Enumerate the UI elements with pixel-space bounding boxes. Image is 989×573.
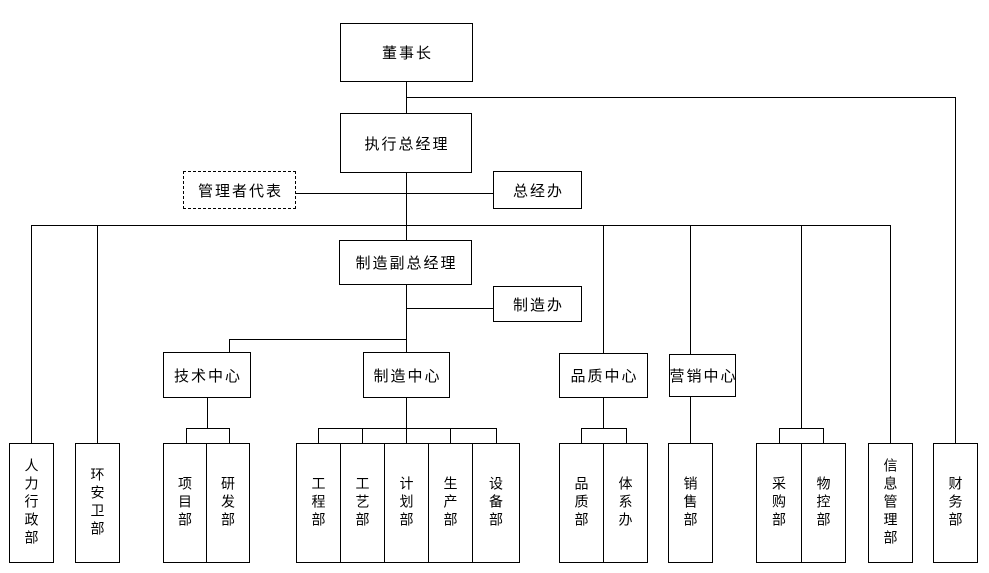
node-management-representative: 管理者代表 bbox=[183, 171, 296, 209]
node-label: 物控部 bbox=[815, 476, 832, 530]
node-sales-dept: 销售部 bbox=[668, 443, 713, 563]
connector-rnd-drop bbox=[229, 428, 230, 443]
node-label: 采购部 bbox=[771, 476, 787, 530]
node-equipment-dept: 设备部 bbox=[472, 443, 520, 563]
node-label: 信息管理部 bbox=[882, 458, 899, 548]
node-label: 董事长 bbox=[381, 45, 433, 62]
node-planning-dept: 计划部 bbox=[384, 443, 429, 563]
node-production-dept: 生产部 bbox=[428, 443, 473, 563]
node-label: 设备部 bbox=[488, 476, 504, 530]
node-finance-dept: 财务部 bbox=[933, 443, 978, 563]
node-label: 环安卫部 bbox=[89, 467, 106, 539]
node-label: 计划部 bbox=[398, 476, 415, 530]
node-mfg-center: 制造中心 bbox=[363, 352, 450, 398]
node-label: 人力行政部 bbox=[23, 458, 40, 548]
connector-tech-drop bbox=[229, 339, 230, 352]
node-mfg-office: 制造办 bbox=[493, 286, 582, 322]
connector-finance-drop bbox=[955, 97, 956, 443]
node-label: 财务部 bbox=[947, 476, 964, 530]
node-label: 品质部 bbox=[573, 476, 590, 530]
connector-quality-bracket bbox=[581, 428, 627, 429]
node-label: 销售部 bbox=[682, 476, 699, 530]
connector-purchasing-bracket bbox=[779, 428, 824, 429]
connector-planning-drop bbox=[406, 428, 407, 443]
node-label: 制造办 bbox=[512, 296, 564, 314]
connector-system-drop bbox=[626, 428, 627, 443]
connector-project-bracket bbox=[186, 428, 230, 429]
node-mfg-deputy-gm: 制造副总经理 bbox=[339, 240, 472, 285]
node-label: 研发部 bbox=[220, 476, 236, 530]
node-engineering-dept: 工程部 bbox=[296, 443, 341, 563]
node-label: 技术中心 bbox=[173, 367, 242, 385]
connector-mfgcenter-down bbox=[406, 398, 407, 428]
connector-tech-branch bbox=[229, 339, 407, 340]
node-hr-admin-dept: 人力行政部 bbox=[9, 443, 54, 563]
connector-distribution bbox=[31, 225, 891, 226]
connector-purchasing-group-drop bbox=[801, 225, 802, 428]
node-gm-office: 总经办 bbox=[493, 171, 582, 209]
node-system-office-dept: 体系办 bbox=[603, 443, 648, 563]
node-quality-center: 品质中心 bbox=[559, 353, 648, 398]
connector-qualitycenter-down bbox=[603, 398, 604, 428]
connector-equipment-drop bbox=[496, 428, 497, 443]
connector-ehs-drop bbox=[97, 225, 98, 443]
node-executive-gm: 执行总经理 bbox=[340, 113, 472, 173]
connector-purchasing-drop bbox=[779, 428, 780, 443]
node-label: 品质中心 bbox=[570, 368, 639, 385]
node-project-dept: 项目部 bbox=[163, 443, 207, 563]
node-label: 工艺部 bbox=[354, 476, 371, 530]
node-label: 项目部 bbox=[177, 476, 193, 530]
node-label: 营销中心 bbox=[669, 368, 738, 385]
node-label: 工程部 bbox=[310, 476, 327, 530]
node-quality-dept: 品质部 bbox=[559, 443, 604, 563]
connector-matctl-drop bbox=[823, 428, 824, 443]
connector-mfg-office bbox=[406, 308, 493, 309]
node-label: 制造副总经理 bbox=[355, 255, 458, 272]
connector-deputy-to-mfgcenter bbox=[406, 285, 407, 352]
connector-hr-drop bbox=[31, 225, 32, 443]
connector-quality-center-drop bbox=[603, 225, 604, 353]
connector-marketing-center-drop bbox=[690, 225, 691, 354]
node-marketing-center: 营销中心 bbox=[669, 354, 736, 397]
node-rnd-dept: 研发部 bbox=[206, 443, 250, 563]
connector-top-branch bbox=[406, 97, 956, 98]
node-info-mgmt-dept: 信息管理部 bbox=[868, 443, 913, 563]
node-label: 管理者代表 bbox=[197, 182, 283, 200]
connector-executive-to-deputy bbox=[406, 173, 407, 240]
node-purchasing-dept: 采购部 bbox=[756, 443, 802, 563]
connector-process-drop bbox=[362, 428, 363, 443]
connector-mfg-bracket bbox=[318, 428, 497, 429]
node-process-dept: 工艺部 bbox=[340, 443, 385, 563]
node-material-control-dept: 物控部 bbox=[801, 443, 846, 563]
connector-info-drop bbox=[890, 225, 891, 443]
connector-engineering-drop bbox=[318, 428, 319, 443]
node-label: 执行总经理 bbox=[364, 135, 450, 153]
connector-sales-drop bbox=[690, 397, 691, 443]
node-chairman: 董事长 bbox=[340, 23, 473, 82]
connector-project-drop bbox=[186, 428, 187, 443]
node-label: 制造中心 bbox=[373, 367, 442, 385]
node-label: 总经办 bbox=[512, 182, 564, 200]
connector-production-drop bbox=[450, 428, 451, 443]
node-label: 生产部 bbox=[442, 476, 459, 530]
connector-qualitydept-drop bbox=[581, 428, 582, 443]
connector-rep-office bbox=[296, 193, 493, 194]
node-label: 体系办 bbox=[617, 476, 634, 530]
node-tech-center: 技术中心 bbox=[163, 352, 251, 398]
node-ehs-dept: 环安卫部 bbox=[75, 443, 120, 563]
connector-tech-down bbox=[207, 398, 208, 428]
